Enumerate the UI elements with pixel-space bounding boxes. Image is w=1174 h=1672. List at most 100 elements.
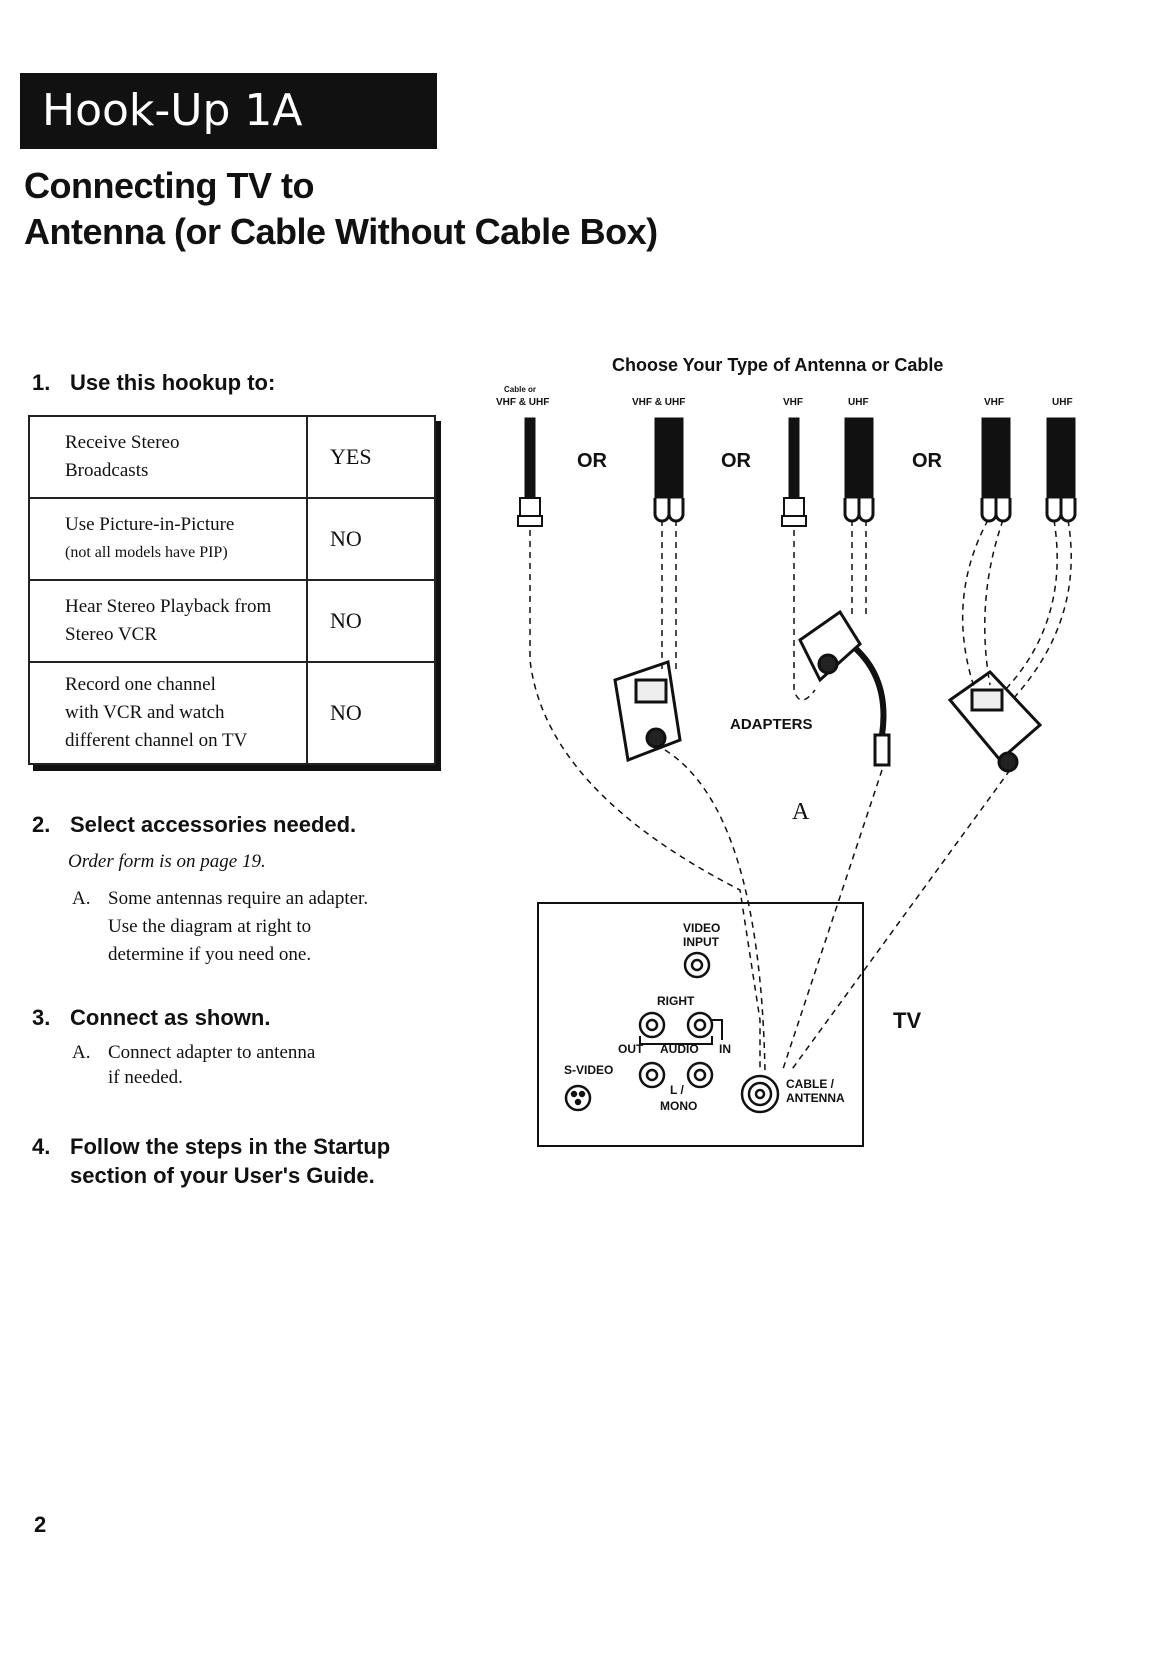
item-line: if needed.	[108, 1067, 183, 1088]
twin-lead-1	[654, 417, 684, 499]
step-4-heading: 4. Follow the steps in the Startup section…	[32, 1132, 390, 1190]
label-uhf-1: UHF	[848, 397, 869, 408]
coax-cable-1	[524, 417, 536, 499]
lead-twin-to-splitter	[851, 520, 867, 618]
cable-antenna-jack	[740, 1074, 780, 1114]
table-cell-label: Receive Stereo Broadcasts	[28, 415, 308, 499]
step-4-number: 4.	[32, 1134, 51, 1159]
lead-vhf-to-adapter-2	[961, 519, 1004, 691]
diagram-title: Choose Your Type of Antenna or Cable	[612, 355, 943, 375]
adapter-300-75-ohm-1	[613, 660, 682, 763]
twin-lead-4	[1046, 417, 1076, 499]
label-vhf-1: VHF	[783, 397, 803, 408]
step-1-text: Use this hookup to:	[70, 370, 276, 395]
or-label-1: OR	[577, 450, 608, 472]
spade-lugs-1	[653, 498, 685, 523]
hookup-banner: Hook-Up 1A	[20, 73, 437, 149]
audio-in-left-jack	[686, 1061, 714, 1089]
step-1-heading: 1. Use this hookup to:	[32, 370, 275, 396]
coax-connector-nut-2	[781, 515, 807, 527]
l-mono-label-1: L /	[670, 1083, 684, 1097]
step-4-line: Follow the steps in the Startup	[70, 1134, 391, 1159]
page-number: 2	[34, 1512, 47, 1537]
row-label-note: (not all models have PIP)	[65, 544, 228, 561]
spade-lugs-2	[843, 498, 875, 523]
adapter-marker-a: A	[792, 799, 810, 825]
cable-antenna-label-1: CABLE /	[786, 1077, 835, 1091]
item-line: Use the diagram at right to	[108, 916, 312, 937]
table-cell-value: YES	[306, 415, 436, 499]
item-text: Connect adapter to antenna if needed.	[72, 1040, 315, 1090]
item-line: Some antennas require an adapter.	[108, 888, 369, 909]
tv-label: TV	[893, 1008, 921, 1033]
adapter-splitter	[798, 609, 862, 683]
step-2-heading: 2.Select accessories needed.	[32, 812, 356, 838]
title-line-1: Connecting TV to	[24, 165, 314, 206]
step-3-number: 3.	[32, 1005, 51, 1030]
twin-lead-2	[844, 417, 874, 499]
step-1-number: 1.	[32, 370, 51, 395]
spade-lugs-3	[980, 498, 1012, 523]
svideo-jack	[564, 1084, 592, 1112]
lead-uhf-to-adapter-2	[1004, 519, 1072, 701]
spade-lugs-4	[1045, 498, 1077, 523]
audio-in-right-jack	[686, 1011, 714, 1039]
table-row: Record one channel with VCR and watch di…	[28, 661, 436, 765]
item-line: Connect adapter to antenna	[108, 1042, 316, 1063]
table-cell-value: NO	[306, 661, 436, 765]
audio-in-bracket	[712, 1019, 723, 1040]
item-marker: A.	[72, 888, 91, 909]
tv-back-panel	[537, 902, 864, 1147]
adapter-splitter-port	[817, 653, 839, 675]
table-row: Receive Stereo Broadcasts YES	[28, 415, 436, 499]
step-2-number: 2.	[32, 812, 51, 837]
table-row: Hear Stereo Playback from Stereo VCR NO	[28, 579, 436, 663]
lead-splitter-to-tv	[781, 769, 883, 1073]
item-text: Some antennas require an adapter. Use th…	[72, 885, 368, 969]
table-cell-label: Record one channel with VCR and watch di…	[28, 661, 308, 765]
adapter-splitter-cable	[852, 645, 887, 736]
step-3-heading: 3. Connect as shown.	[32, 1005, 270, 1031]
label-vhf-2: VHF	[984, 397, 1004, 408]
lead-adapter-2-to-tv	[789, 769, 1011, 1073]
item-marker: A.	[72, 1042, 91, 1063]
page-title: Connecting TV to Antenna (or Cable Witho…	[24, 163, 658, 255]
step-4-line: section of your User's Guide.	[70, 1163, 375, 1188]
or-label-2: OR	[721, 450, 752, 472]
audio-label: AUDIO	[660, 1042, 699, 1056]
lead-adapter-1-to-tv	[664, 749, 766, 1073]
row-label-line: Use Picture-in-Picture	[65, 514, 235, 535]
video-input-jack	[683, 951, 711, 979]
lead-coax-to-tv	[529, 530, 761, 1072]
lead-coax-to-splitter	[793, 530, 816, 701]
step-3-text: Connect as shown.	[70, 1005, 271, 1030]
adapter-300-75-ohm-2	[947, 670, 1043, 763]
row-label-line: with VCR and watch	[65, 702, 225, 723]
label-cable-vhf-uhf: VHF & UHF	[496, 397, 549, 408]
video-input-label-1: VIDEO	[683, 921, 720, 935]
row-label-line: Receive Stereo	[65, 432, 180, 453]
row-label-line: Record one channel	[65, 674, 216, 695]
table-cell-value: NO	[306, 579, 436, 663]
table-cell-label: Use Picture-in-Picture (not all models h…	[28, 497, 308, 581]
in-label: IN	[719, 1042, 731, 1056]
table-row: Use Picture-in-Picture (not all models h…	[28, 497, 436, 581]
audio-out-left-jack	[638, 1061, 666, 1089]
label-cable-or: Cable or	[504, 385, 536, 394]
item-line: determine if you need one.	[108, 944, 312, 965]
row-label-line: different channel on TV	[65, 730, 248, 751]
audio-out-right-jack	[638, 1011, 666, 1039]
video-input-label-2: INPUT	[683, 935, 720, 949]
adapter-1-coax-port	[645, 727, 667, 749]
adapters-label: ADAPTERS	[730, 716, 813, 733]
adapter-2-coax-port	[997, 751, 1019, 773]
step-2-item-a: A. Some antennas require an adapter. Use…	[72, 885, 368, 969]
coax-connector-nut-1	[517, 515, 543, 527]
step-3-item-a: A. Connect adapter to antenna if needed.	[72, 1040, 315, 1090]
adapter-2-terminals	[970, 688, 1004, 712]
coax-connector-2	[783, 497, 805, 517]
l-mono-label-2: MONO	[660, 1099, 697, 1113]
hookup-uses-table: Receive Stereo Broadcasts YES Use Pictur…	[28, 415, 436, 765]
or-label-3: OR	[912, 450, 943, 472]
